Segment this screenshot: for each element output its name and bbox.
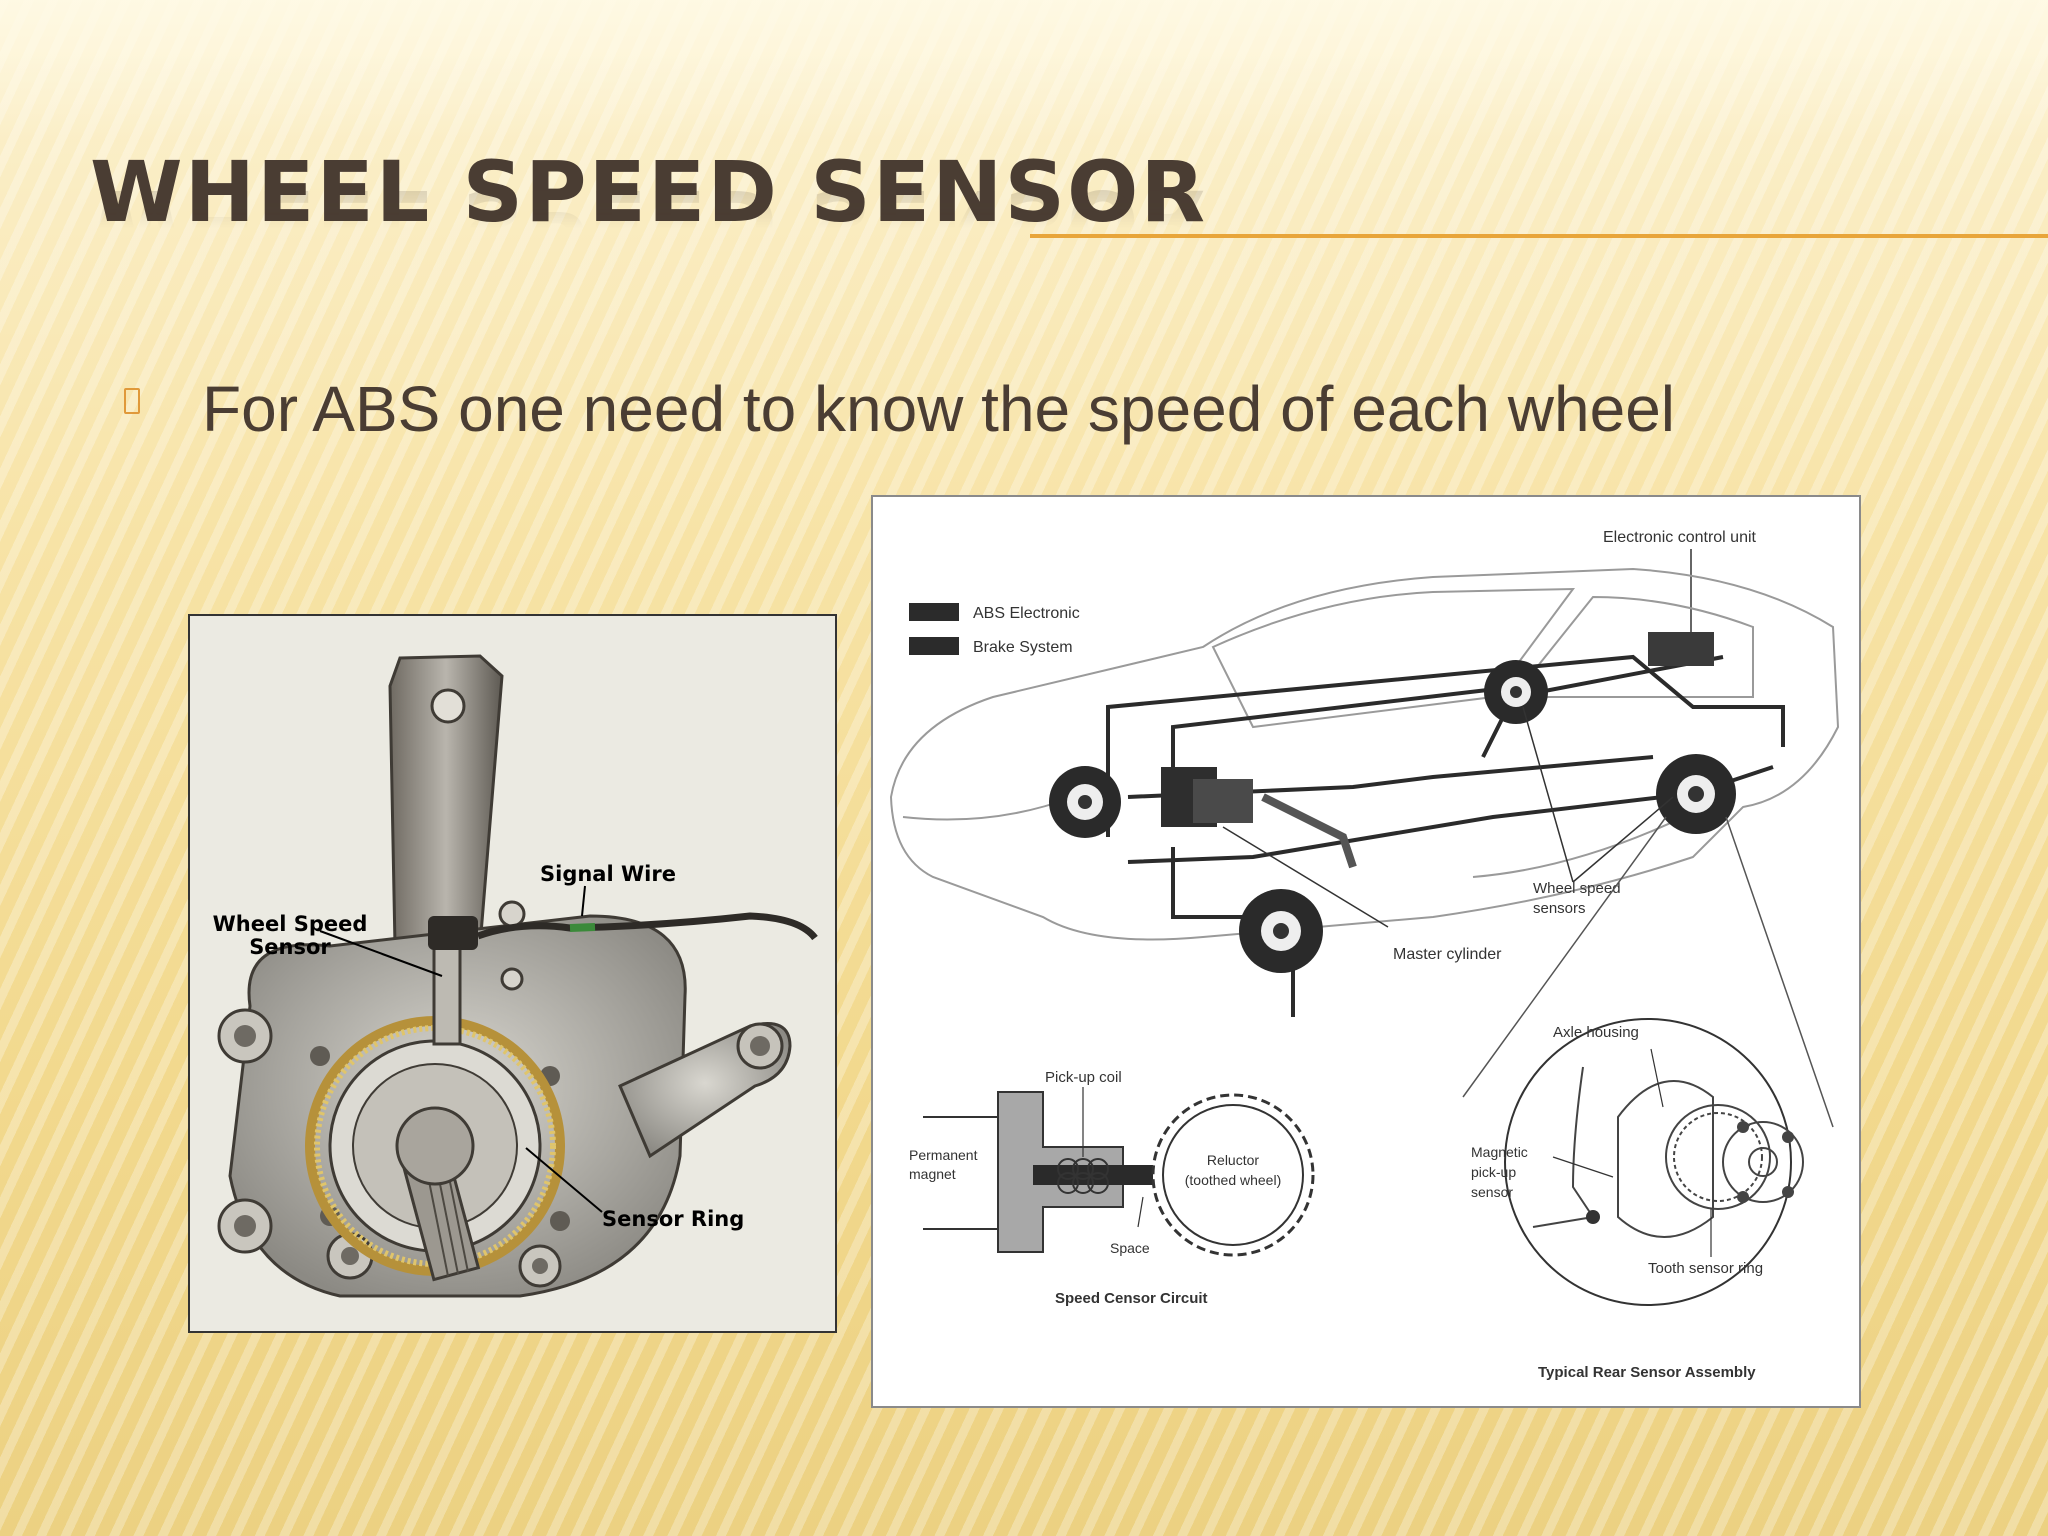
rear-left-wheel xyxy=(1239,889,1323,973)
rear-sensor-magnifier xyxy=(1504,1018,1792,1306)
space-label: Space xyxy=(1110,1240,1150,1256)
wheel-speed-sensors-label-line1: Wheel speed xyxy=(1533,880,1621,897)
abs-system-diagram: ABS Electronic Brake System Electronic c… xyxy=(871,495,1861,1408)
legend-abs-swatch xyxy=(909,603,959,621)
knuckle-illustration: Signal Wire Wheel Speed Sensor Sensor Ri… xyxy=(190,616,835,1331)
signal-wire-label: Signal Wire xyxy=(540,862,676,886)
wheel-speed-sensor-photo: Signal Wire Wheel Speed Sensor Sensor Ri… xyxy=(188,614,837,1333)
speed-sensor-circuit-caption: Speed Censor Circuit xyxy=(1055,1290,1208,1307)
wheel-speed-sensors-label-line2: sensors xyxy=(1533,900,1586,917)
bullet-marker-icon xyxy=(124,388,140,414)
permanent-magnet-label-line2: magnet xyxy=(909,1166,956,1182)
magnetic-label-line2: pick-up xyxy=(1471,1164,1516,1180)
abs-illustration: ABS Electronic Brake System Electronic c… xyxy=(873,497,1859,1406)
rear-right-wheel xyxy=(1656,754,1736,834)
front-right-wheel xyxy=(1484,660,1548,724)
axle-housing-label: Axle housing xyxy=(1553,1024,1639,1041)
wheel-speed-sensor-label-line2: Sensor xyxy=(249,935,331,959)
ecu-box xyxy=(1648,632,1714,666)
master-cylinder-label: Master cylinder xyxy=(1393,946,1502,963)
legend-abs-label: ABS Electronic xyxy=(973,605,1080,622)
permanent-magnet-label-line1: Permanent xyxy=(909,1147,978,1163)
rear-sensor-assembly-caption: Typical Rear Sensor Assembly xyxy=(1538,1364,1756,1381)
sensor-ring-label: Sensor Ring xyxy=(602,1207,744,1231)
pickup-coil-label: Pick-up coil xyxy=(1045,1069,1122,1086)
reluctor-label-line2: (toothed wheel) xyxy=(1185,1172,1282,1188)
magnetic-label-line3: sensor xyxy=(1471,1184,1513,1200)
title-underline xyxy=(1030,234,2048,238)
ecu-label: Electronic control unit xyxy=(1603,529,1757,546)
title-reflection: WHEEL SPEED SENSOR xyxy=(90,171,1208,269)
magnetic-label-line1: Magnetic xyxy=(1471,1144,1528,1160)
bullet-text: For ABS one need to know the speed of ea… xyxy=(202,373,1675,445)
reluctor-label-line1: Reluctor xyxy=(1207,1152,1259,1168)
legend-brake-swatch xyxy=(909,637,959,655)
slide-title: WHEEL SPEED SENSOR xyxy=(90,143,1208,241)
front-left-wheel xyxy=(1049,766,1121,838)
speed-sensor-circuit-drawing xyxy=(923,1087,1315,1257)
tooth-sensor-ring-label: Tooth sensor ring xyxy=(1648,1260,1763,1277)
legend-brake-label: Brake System xyxy=(973,639,1073,656)
wheel-speed-sensor-label-line1: Wheel Speed xyxy=(213,912,368,936)
